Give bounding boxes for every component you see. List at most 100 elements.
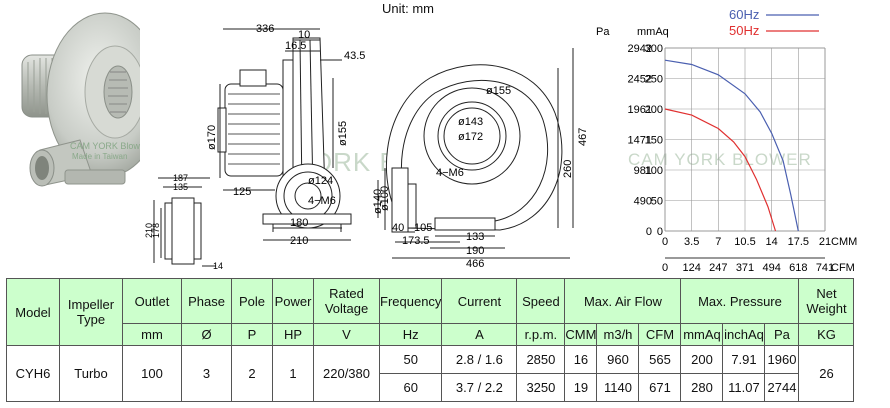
dim-336: 336	[256, 23, 274, 35]
x-tick-label-cfm: 247	[709, 262, 727, 274]
dim-140: ø140	[372, 189, 384, 214]
cell-flow-m3h: 960	[596, 345, 640, 374]
unit-frequency: Hz	[378, 323, 443, 346]
series-line-60hz	[664, 59, 799, 232]
photo-brand-line1: CAM YORK Blower	[70, 141, 140, 151]
dim-16-5: 16.5	[285, 40, 306, 52]
legend-label-50hz: 50Hz	[729, 23, 759, 38]
unit-voltage: V	[313, 323, 380, 346]
unit-press-pa: Pa	[764, 323, 800, 346]
cell-pole: 2	[231, 345, 273, 402]
x-tick-label-cfm: 0	[662, 262, 668, 274]
y-tick-label-pa: 2452	[628, 74, 652, 86]
dim-135: 135	[173, 182, 188, 192]
dim-105: 105	[414, 222, 432, 234]
header-frequency: Frequency	[378, 278, 443, 324]
unit-flow-cfm: CFM	[638, 323, 682, 346]
chart-series	[664, 59, 799, 232]
watermark-right: CAM YORK BLOWER	[628, 150, 812, 169]
unit-weight: KG	[798, 323, 855, 346]
y-tick-label-pa: 1471	[628, 135, 652, 147]
dim-210: 210	[290, 235, 308, 247]
dim-143: ø143	[458, 116, 483, 128]
cell-model: CYH6	[6, 345, 60, 402]
header-current: Current	[441, 278, 518, 324]
unit-phase: Ø	[181, 323, 232, 346]
y-tick-label-pa: 2942	[628, 43, 652, 55]
y-left-unit-label: Pa	[596, 26, 610, 38]
x-tick-label-cmm: 0	[662, 236, 668, 248]
x-unit-cfm-label: CFM	[831, 262, 855, 274]
dim-172: ø172	[458, 131, 483, 143]
x-tick-label-cmm: 21	[819, 236, 831, 248]
cell-press-mmaq: 280	[680, 373, 724, 402]
cell-net-weight: 26	[798, 345, 855, 402]
header-pole: Pole	[231, 278, 273, 324]
dim-10: 10	[298, 29, 310, 41]
y-tick-label-mmaq: 100	[645, 165, 663, 177]
cell-speed: 2850	[516, 345, 566, 374]
photo-brand-line2: Made in Taiwan	[72, 152, 127, 161]
unit-press-inchaq: inchAq	[722, 323, 766, 346]
cell-speed: 3250	[516, 373, 566, 402]
cell-rated-voltage: 220/380	[313, 345, 380, 402]
cell-flow-cfm: 565	[638, 345, 682, 374]
dim-m6-side: 4−M6	[308, 195, 336, 207]
dimension-drawing: 336 10 16.5 43.5 ø170 ø155 ø124 4−M6 125…	[144, 23, 589, 270]
x-tick-label-cmm: 14	[766, 236, 778, 248]
dim-14: 14	[213, 261, 223, 270]
x-tick-label-cmm: 10.5	[734, 236, 755, 248]
x-tick-label-cfm: 494	[762, 262, 780, 274]
cell-flow-cmm: 16	[564, 345, 598, 374]
x-unit-cmm-label: CMM	[831, 236, 857, 248]
x-tick-label-cmm: 7	[715, 236, 721, 248]
series-line-50hz	[664, 108, 777, 232]
cell-press-mmaq: 200	[680, 345, 724, 374]
cell-press-inchaq: 7.91	[722, 345, 766, 374]
dim-133: 133	[466, 231, 484, 243]
unit-speed: r.p.m.	[516, 323, 566, 346]
header-impeller-type: Impeller Type	[59, 278, 123, 346]
table-unit-row: mm Ø P HP V Hz A r.p.m. CMM m3/h CFM mmA…	[7, 323, 855, 346]
dim-178: 178	[151, 223, 161, 238]
dim-260: 260	[562, 160, 574, 178]
y-tick-label-mmaq: 150	[645, 135, 663, 147]
header-phase: Phase	[181, 278, 232, 324]
legend-label-60hz: 60Hz	[729, 7, 759, 22]
y-tick-label-mmaq: 200	[645, 104, 663, 116]
header-net-weight: Net Weight	[798, 278, 855, 324]
blower-photo: CAM YORK Blower Made in Taiwan	[21, 12, 140, 187]
cell-current: 3.7 / 2.2	[441, 373, 518, 402]
chart-grid	[664, 47, 826, 232]
header-speed: Speed	[516, 278, 566, 324]
cell-current: 2.8 / 1.6	[441, 345, 518, 374]
table-row: CYH6 Turbo 100 3 2 1 220/380 50 2.8 / 1.…	[6, 345, 855, 402]
cell-flow-cmm: 19	[564, 373, 598, 402]
x-tick-label-cfm: 371	[736, 262, 754, 274]
dim-155-front: ø155	[486, 85, 511, 97]
cell-frequency: 50	[378, 345, 443, 374]
unit-flow-cmm: CMM	[564, 323, 598, 346]
cell-power: 1	[272, 345, 314, 402]
unit-outlet: mm	[122, 323, 182, 346]
cell-press-inchaq: 11.07	[722, 373, 766, 402]
header-max-pressure: Max. Pressure	[680, 278, 800, 324]
y-tick-label-mmaq: 50	[651, 196, 663, 208]
dim-124: ø124	[308, 175, 333, 187]
unit-flow-m3h: m3/h	[596, 323, 640, 346]
dim-40: 40	[392, 222, 404, 234]
x-tick-label-cfm: 741	[816, 262, 834, 274]
dim-173-5: 173.5	[402, 235, 430, 247]
x-tick-label-cfm: 618	[789, 262, 807, 274]
cell-flow-cfm: 671	[638, 373, 682, 402]
unit-label: Unit: mm	[382, 1, 434, 16]
dim-467: 467	[577, 128, 589, 146]
header-outlet: Outlet	[122, 278, 182, 324]
y-tick-label-pa: 0	[646, 226, 652, 238]
y-tick-label-mmaq: 300	[645, 43, 663, 55]
y-tick-label-mmaq: 0	[657, 226, 663, 238]
cell-press-pa: 1960	[764, 345, 800, 374]
header-model: Model	[6, 278, 60, 346]
